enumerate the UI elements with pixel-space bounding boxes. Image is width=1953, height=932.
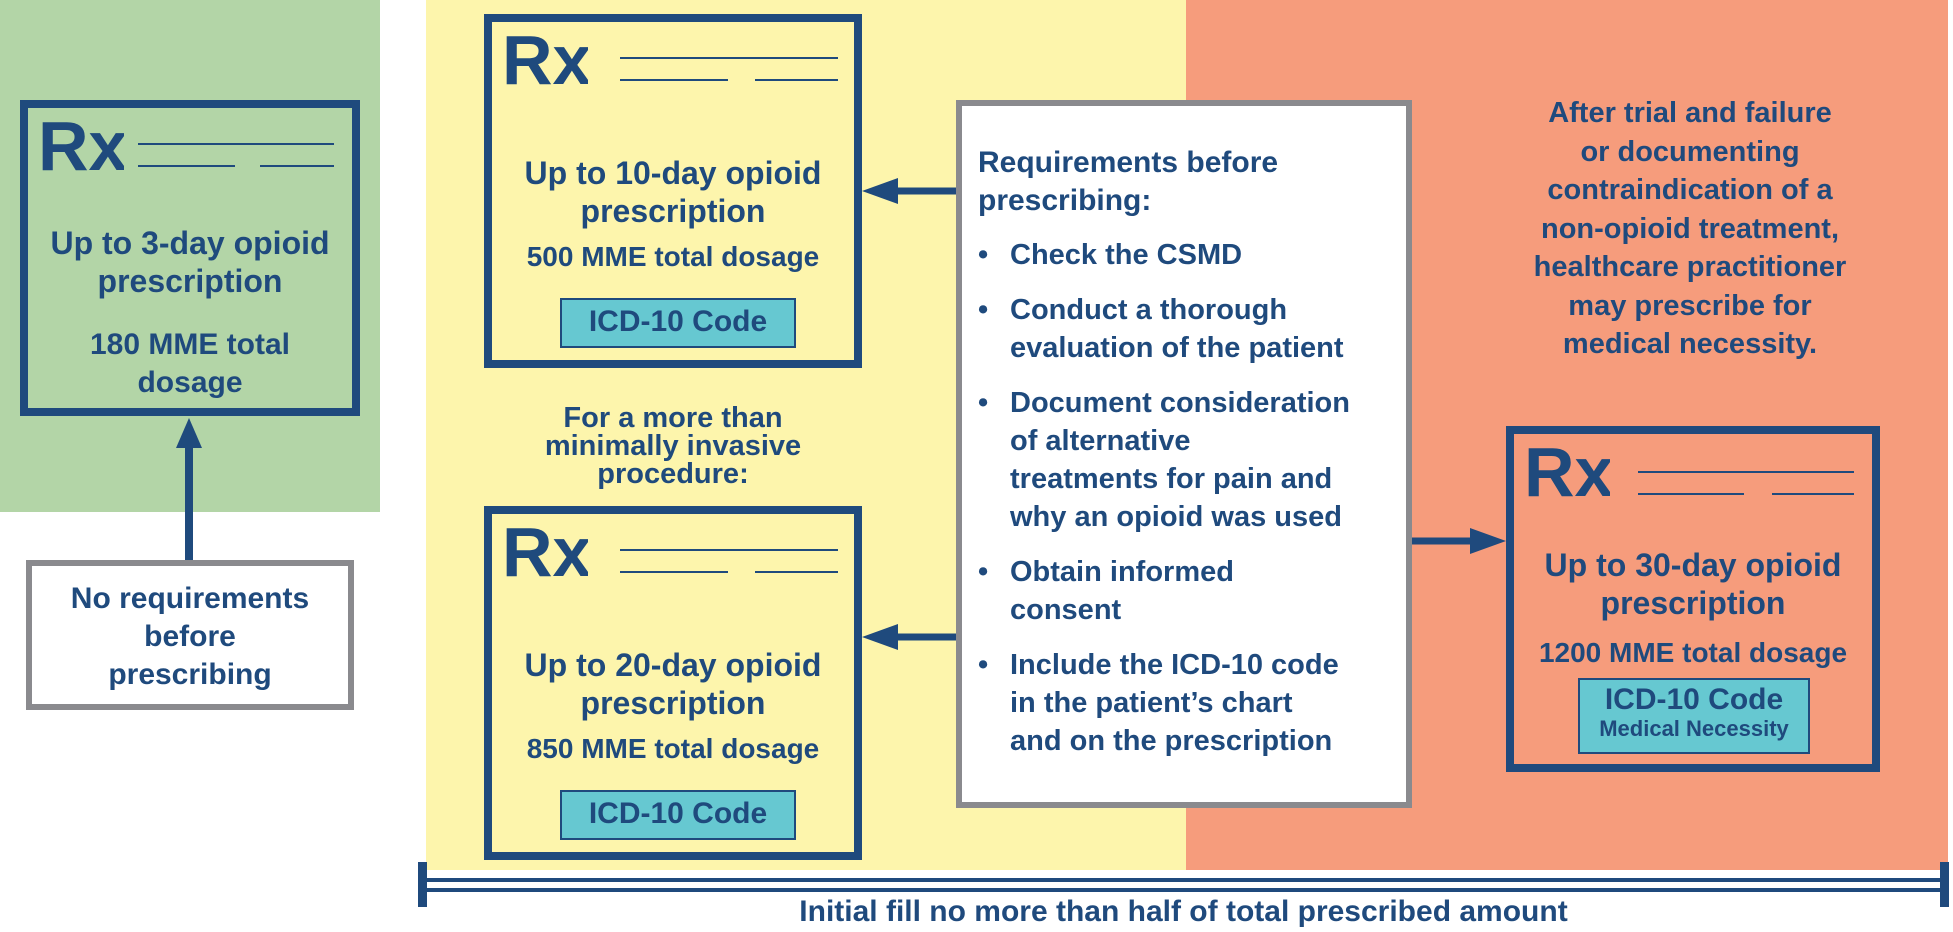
- rx-10day-card: Rx Up to 10-day opioid prescription 500 …: [484, 14, 862, 368]
- rx-20day-title-line: prescription: [580, 685, 766, 721]
- icd-code-sublabel: Medical Necessity: [1599, 716, 1789, 741]
- rx-3day-dosage: 180 MME total dosage: [28, 326, 352, 402]
- rx-logo-icon: Rx: [1524, 438, 1610, 511]
- bullet-icon: •: [978, 387, 989, 419]
- medical-necessity-note-line: healthcare practitioner: [1533, 251, 1847, 283]
- invasive-note-line: procedure:: [597, 458, 749, 490]
- rx-3day-dosage-line: 180 MME total: [89, 328, 291, 361]
- svg-text:Rx: Rx: [502, 26, 588, 99]
- requirement-line: why an opioid was used: [1010, 501, 1342, 533]
- requirement-line: Obtain informed: [1010, 556, 1234, 588]
- rx-10day-title-line: Up to 10-day opioid: [524, 155, 822, 191]
- rx-30day-dosage: 1200 MME total dosage: [1538, 637, 1848, 668]
- requirements-title: Requirements before prescribing:: [978, 144, 1278, 220]
- rx-3day-title-line: prescription: [97, 263, 283, 299]
- icd-code-label: ICD-10 Code: [1604, 683, 1784, 716]
- requirements-title-line: Requirements before: [978, 146, 1279, 179]
- requirement-line: evaluation of the patient: [1010, 332, 1344, 364]
- requirement-line: Document consideration: [1010, 387, 1350, 419]
- svg-text:Rx: Rx: [1524, 438, 1610, 511]
- medical-necessity-note-line: or documenting: [1580, 135, 1800, 168]
- invasive-note-line: For a more than: [563, 402, 783, 434]
- no-requirements-line: No requirements: [70, 582, 310, 615]
- no-requirements-line: before: [144, 620, 236, 653]
- rx-signature-lines: [620, 549, 838, 573]
- no-requirements-box: No requirements before prescribing: [26, 560, 354, 710]
- requirement-line: in the patient’s chart: [1010, 687, 1293, 719]
- arrow-up-to-3day: [176, 418, 202, 560]
- requirement-item: • Include the ICD-10 code in the patient…: [978, 646, 1398, 760]
- rx-10day-icd-code: ICD-10 Code: [560, 298, 796, 348]
- rx-10day-dosage: 500 MME total dosage: [526, 241, 820, 272]
- rx-30day-icd-code: ICD-10 Code Medical Necessity: [1578, 678, 1810, 754]
- rx-3day-card: Rx Up to 3-day opioid prescription 180 M…: [20, 100, 360, 416]
- rx-logo-icon: Rx: [502, 26, 588, 99]
- invasive-procedure-note: For a more than minimally invasive proce…: [484, 402, 862, 490]
- medical-necessity-note-line: may prescribe for: [1568, 289, 1812, 322]
- rx-10day-title-line: prescription: [580, 193, 766, 229]
- rx-10day-title: Up to 10-day opioid prescription: [492, 154, 854, 230]
- no-requirements-line: prescribing: [108, 658, 272, 691]
- requirement-line: and on the prescription: [1010, 725, 1333, 757]
- requirements-list: • Check the CSMD • Conduct a thorough ev…: [978, 236, 1398, 777]
- bullet-icon: •: [978, 239, 989, 271]
- invasive-note-line: minimally invasive: [544, 430, 802, 462]
- rx-20day-dosage: 850 MME total dosage: [526, 733, 820, 764]
- footer-note: Initial fill no more than half of total …: [799, 895, 1568, 928]
- medical-necessity-note-line: non-opioid treatment,: [1540, 212, 1840, 245]
- svg-text:Rx: Rx: [502, 518, 588, 591]
- svg-text:Rx: Rx: [38, 112, 124, 185]
- rx-signature-lines: [620, 57, 838, 81]
- requirement-item: • Document consideration of alternative …: [978, 384, 1398, 536]
- requirement-line: Check the CSMD: [1010, 239, 1243, 271]
- bullet-icon: •: [978, 649, 989, 681]
- requirement-item: • Check the CSMD: [978, 236, 1398, 274]
- bullet-icon: •: [978, 556, 989, 588]
- rx-30day-title: Up to 30-day opioid prescription: [1514, 546, 1872, 622]
- requirement-line: Include the ICD-10 code: [1010, 649, 1339, 681]
- medical-necessity-note-line: contraindication of a: [1547, 174, 1833, 206]
- rx-30day-title-line: Up to 30-day opioid: [1544, 547, 1842, 583]
- bullet-icon: •: [978, 294, 989, 326]
- rx-20day-title-line: Up to 20-day opioid: [524, 647, 822, 683]
- rx-signature-lines: [138, 143, 334, 167]
- rx-3day-dosage-line: dosage: [137, 366, 243, 399]
- rx-logo-icon: Rx: [502, 518, 588, 591]
- requirement-item: • Conduct a thorough evaluation of the p…: [978, 291, 1398, 367]
- rx-3day-title: Up to 3-day opioid prescription: [28, 224, 352, 300]
- rx-20day-icd-code: ICD-10 Code: [560, 790, 796, 840]
- requirement-item: • Obtain informed consent: [978, 553, 1398, 629]
- requirement-line: of alternative: [1010, 425, 1191, 457]
- requirement-line: Conduct a thorough: [1010, 294, 1288, 326]
- rx-signature-lines: [1638, 471, 1854, 495]
- rx-3day-title-line: Up to 3-day opioid: [50, 225, 330, 261]
- arrow-left-to-10day: [862, 178, 956, 204]
- requirement-line: treatments for pain and: [1010, 463, 1333, 495]
- medical-necessity-note: After trial and failure or documenting c…: [1490, 94, 1890, 364]
- medical-necessity-note-line: After trial and failure: [1548, 97, 1832, 129]
- requirements-title-line: prescribing:: [978, 184, 1152, 217]
- arrow-right-to-30day: [1412, 528, 1506, 554]
- rx-20day-title: Up to 20-day opioid prescription: [492, 646, 854, 722]
- rx-logo-icon: Rx: [38, 112, 124, 185]
- rx-30day-card: Rx Up to 30-day opioid prescription 1200…: [1506, 426, 1880, 772]
- rx-20day-card: Rx Up to 20-day opioid prescription 850 …: [484, 506, 862, 860]
- rx-30day-title-line: prescription: [1600, 585, 1786, 621]
- arrow-left-to-20day: [862, 624, 956, 650]
- medical-necessity-note-line: medical necessity.: [1562, 328, 1818, 360]
- footer-bracket: [418, 862, 1949, 907]
- requirement-line: consent: [1010, 594, 1122, 626]
- requirements-box: Requirements before prescribing: • Check…: [956, 100, 1412, 808]
